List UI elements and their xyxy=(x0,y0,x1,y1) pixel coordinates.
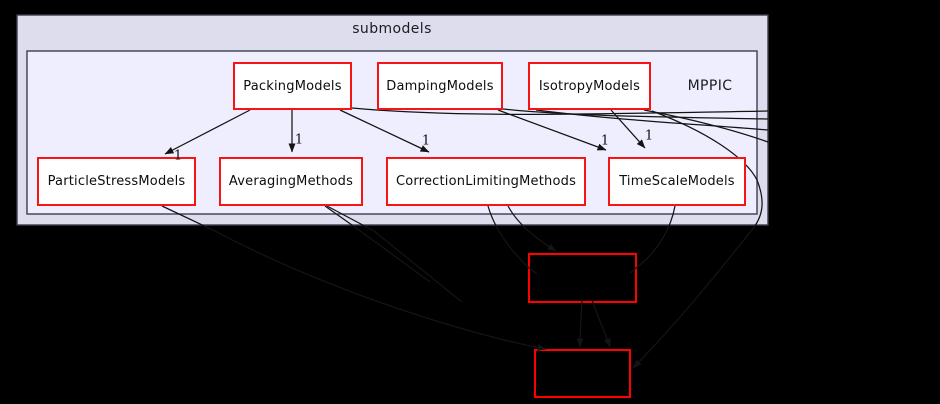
node-particle-stress-models[interactable]: ParticleStressModels xyxy=(37,157,196,206)
edge-timescale-down xyxy=(629,205,676,274)
edge-correctionlimiting-down-1 xyxy=(487,205,538,275)
node-correction-limiting-methods[interactable]: CorrectionLimitingMethods xyxy=(386,157,586,206)
edge-correctionlimiting-down-2 xyxy=(507,205,557,252)
node-time-scale-models[interactable]: TimeScaleModels xyxy=(608,157,746,206)
edge-label-packing-particlestress[interactable]: 1 xyxy=(173,148,183,164)
node-damping-models[interactable]: DampingModels xyxy=(377,62,503,110)
node-averaging-methods[interactable]: AveragingMethods xyxy=(219,157,363,206)
edge-label-isotropy-timescale[interactable]: 1 xyxy=(644,128,654,144)
node-packing-models[interactable]: PackingModels xyxy=(233,62,352,110)
edge-damping-to-timescale xyxy=(497,109,607,151)
edge-label-packing-correctionlimiting[interactable]: 1 xyxy=(421,133,431,149)
edge-external-upper-to-lower-2 xyxy=(591,299,611,348)
cluster-label-submodels[interactable]: submodels xyxy=(352,21,432,37)
edge-particlestress-down xyxy=(161,205,547,351)
edge-right-3 xyxy=(535,109,769,131)
external-node-upper[interactable] xyxy=(528,253,637,303)
edge-right-1 xyxy=(351,107,769,116)
edge-right-4 xyxy=(643,109,769,143)
edge-packing-to-correctionlimiting xyxy=(339,109,430,153)
edge-averaging-down-1 xyxy=(324,205,431,283)
edge-label-damping-timescale[interactable]: 1 xyxy=(600,133,610,149)
external-node-lower[interactable] xyxy=(534,349,631,398)
node-isotropy-models[interactable]: IsotropyModels xyxy=(528,62,651,110)
edge-packing-to-particlestress xyxy=(164,109,251,155)
edge-external-upper-to-lower-1 xyxy=(576,299,584,348)
edge-right-2 xyxy=(502,108,769,120)
edges xyxy=(161,107,769,369)
edge-right-sweep-down xyxy=(632,110,763,369)
edge-averaging-down-2 xyxy=(326,205,463,303)
edge-label-packing-averaging[interactable]: 1 xyxy=(294,132,304,148)
cluster-label-mppic[interactable]: MPPIC xyxy=(687,78,733,94)
